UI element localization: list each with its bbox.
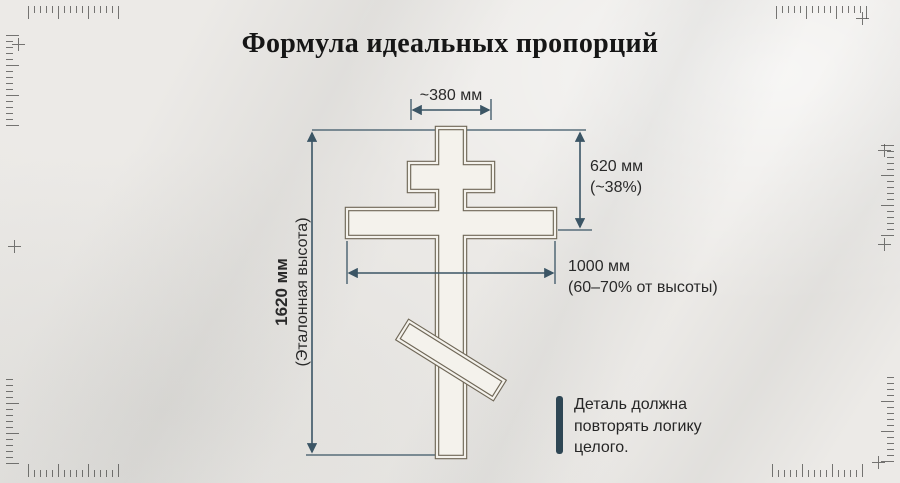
ruler-bottom-right-v xyxy=(881,374,894,462)
orthodox-cross xyxy=(344,125,558,460)
callout-line: Деталь должна xyxy=(574,396,688,413)
ruler-bottom-left-v xyxy=(6,376,19,464)
dimension-lines xyxy=(306,104,586,454)
ruler-right-upper-v xyxy=(881,140,894,236)
top-width-label: ~380 мм xyxy=(419,87,483,104)
page-title: Формула идеальных пропорций xyxy=(241,28,659,59)
ruler-top-left-h xyxy=(28,6,124,19)
upper-height-value: 620 мм xyxy=(590,158,644,175)
ruler-bottom-left-h xyxy=(28,464,124,477)
callout-text: Деталь должна повторять логику целого. xyxy=(574,394,764,459)
ruler-top-right-h xyxy=(776,6,872,19)
crossbar-width-label: 1000 мм (60–70% от высоты) xyxy=(568,256,718,298)
crosshair-icon xyxy=(878,238,891,251)
callout-line: целого. xyxy=(574,439,629,456)
callout-line: повторять логику xyxy=(574,417,702,435)
callout-accent-bar xyxy=(556,396,563,454)
upper-height-label: 620 мм (~38%) xyxy=(590,156,643,198)
ruler-top-left-v xyxy=(6,30,19,126)
slanted-crossbar xyxy=(394,318,508,402)
crossbar-width-percent: (60–70% от высоты) xyxy=(568,279,718,296)
crosshair-icon xyxy=(12,38,25,51)
crosshair-icon xyxy=(856,12,869,25)
crosshair-icon xyxy=(878,144,891,157)
total-height-label: 1620 мм (Эталонная высота) xyxy=(264,112,320,472)
total-height-value: 1620 мм xyxy=(272,258,291,326)
crosshair-icon xyxy=(8,240,21,253)
crosshair-icon xyxy=(872,456,885,469)
upper-height-percent: (~38%) xyxy=(590,179,643,196)
crossbar-width-value: 1000 мм xyxy=(568,258,631,275)
ruler-bottom-right-h xyxy=(772,464,868,477)
total-height-note: (Эталонная высота) xyxy=(294,217,311,367)
